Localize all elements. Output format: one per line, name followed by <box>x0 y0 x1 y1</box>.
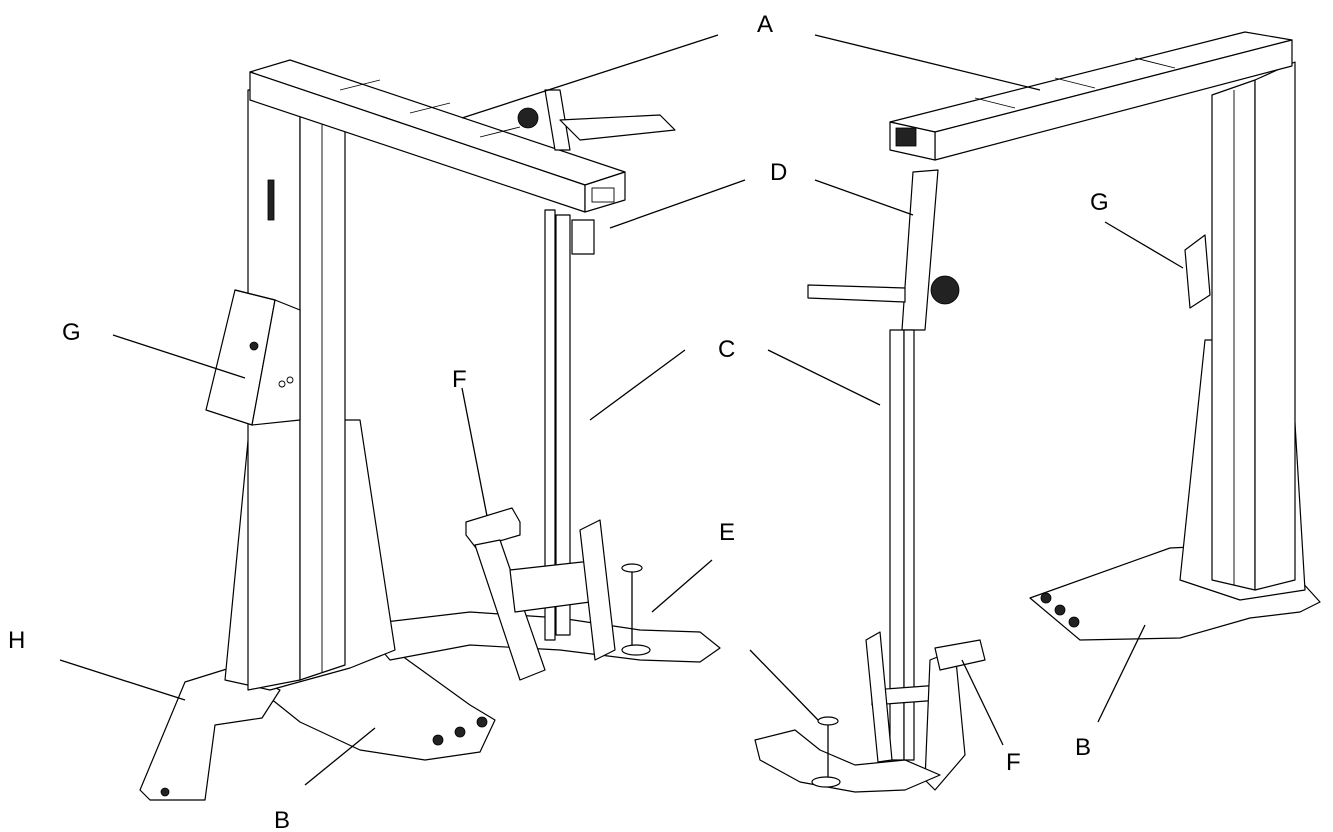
leader-b-left <box>304 727 376 786</box>
left-column-side <box>299 89 346 681</box>
left-base-foot-1 <box>432 734 444 746</box>
left-rear-arm <box>559 114 676 141</box>
left-post-base <box>621 644 651 656</box>
leader-b-right <box>1097 624 1146 723</box>
right-beam-seg-1 <box>974 97 1016 109</box>
left-beam-seg-1 <box>339 79 381 91</box>
label-h: H <box>8 627 25 654</box>
right-column <box>1211 79 1256 591</box>
right-base-foot-2 <box>1054 604 1066 616</box>
left-foot <box>139 667 281 801</box>
leader-f-left <box>461 387 488 517</box>
leader-d-right <box>814 179 914 216</box>
left-motor <box>517 107 539 129</box>
label-g-left: G <box>62 319 81 346</box>
right-leg-left <box>865 631 893 763</box>
right-motor <box>930 275 960 305</box>
left-rail <box>544 209 556 641</box>
right-base-foot-3 <box>1068 616 1080 628</box>
right-leg-arm <box>924 649 966 791</box>
left-rear-mast <box>544 89 571 151</box>
right-pad-f <box>934 639 986 671</box>
left-base-foot-3 <box>476 716 488 728</box>
leader-c-right <box>767 349 881 406</box>
right-beam-cap <box>895 127 917 147</box>
right-mast-d <box>901 169 939 331</box>
left-rail-2 <box>555 214 571 636</box>
right-beam-seg-3 <box>1134 57 1176 69</box>
leader-f-right <box>961 659 1004 746</box>
label-b-right: B <box>1075 734 1091 761</box>
left-control-box-side <box>234 289 301 426</box>
label-g-right: G <box>1090 189 1109 216</box>
left-control-btn-1 <box>278 380 286 388</box>
left-beam-seg-2 <box>409 102 451 114</box>
right-post-base <box>811 776 841 788</box>
label-c: C <box>718 336 735 363</box>
right-base-arm <box>754 729 941 793</box>
left-machine <box>139 59 721 801</box>
leader-h <box>59 659 186 701</box>
leader-e-left <box>651 559 713 613</box>
label-f-left: F <box>452 366 467 393</box>
leader-a-right <box>814 34 1041 91</box>
leader-c-left <box>589 349 686 421</box>
right-base-foot-1 <box>1040 592 1052 604</box>
right-machine <box>754 31 1321 793</box>
leader-d-left <box>609 179 746 229</box>
left-pad-f <box>465 507 521 549</box>
left-beam-cap <box>591 187 615 203</box>
right-beam-seg-2 <box>1054 77 1096 89</box>
left-foot-pad <box>160 787 170 797</box>
right-column-front <box>1254 61 1296 591</box>
left-post-cap <box>621 563 643 573</box>
labels: A D G G C F E H B F B <box>8 11 1109 832</box>
leader-a-left <box>461 34 719 119</box>
left-control-btn-2 <box>286 376 294 384</box>
label-e: E <box>719 519 735 546</box>
left-leg-arm <box>474 539 546 681</box>
left-control-knob <box>249 341 259 351</box>
right-post-cap <box>817 716 839 726</box>
left-leg-right <box>579 519 616 661</box>
left-carriage-d <box>571 219 595 255</box>
right-control-box <box>1184 234 1211 309</box>
label-d: D <box>770 159 787 186</box>
right-rail-2 <box>903 329 915 761</box>
label-a: A <box>757 11 773 38</box>
leader-g-right <box>1104 221 1184 269</box>
leader-lines <box>59 34 1184 786</box>
left-column-slot <box>267 179 275 221</box>
right-arm <box>807 284 906 303</box>
label-f-right: F <box>1006 749 1021 776</box>
label-b-left: B <box>274 807 290 832</box>
left-base-foot-2 <box>454 726 466 738</box>
left-beam-seg-3 <box>479 126 521 138</box>
leader-e-right <box>749 649 819 721</box>
leader-g-left <box>112 334 246 379</box>
